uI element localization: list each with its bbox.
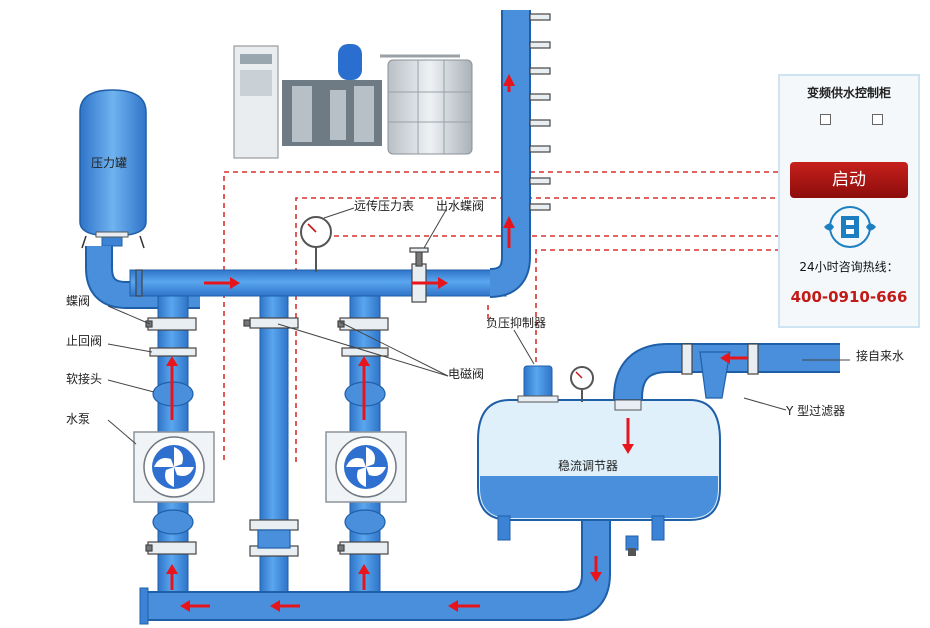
- control-cabinet-panel: 变频供水控制柜 启动 24小时咨询热线： 400-0910-666: [778, 74, 920, 328]
- tap-water-label: 接自来水: [856, 349, 905, 363]
- start-button[interactable]: 启动: [790, 162, 908, 198]
- valves: [135, 13, 759, 557]
- hotline-number: 400-0910-666: [790, 288, 908, 306]
- butterfly-valve-label: 蝶阀: [66, 294, 91, 308]
- outlet-valve-label: 出水蝶阀: [436, 199, 485, 213]
- soft-joint-label: 软接头: [66, 372, 103, 386]
- negative-pressure-label: 负压抑制器: [486, 316, 547, 330]
- indicator-right: [872, 114, 883, 125]
- pressure-tank: [79, 89, 147, 249]
- pressure-tank-label: 压力罐: [91, 156, 128, 170]
- company-logo-icon: [824, 206, 876, 248]
- y-filter-label: Y 型过滤器: [786, 404, 846, 418]
- pump-label: 水泵: [66, 412, 91, 426]
- leader-lines: [107, 207, 850, 445]
- flow-arrows: [166, 74, 748, 612]
- pump-1: [133, 431, 215, 503]
- remote-gauge-label: 远传压力表: [354, 199, 415, 213]
- panel-title: 变频供水控制柜: [806, 86, 891, 100]
- indicator-left: [820, 114, 831, 125]
- equipment-photo: [233, 44, 473, 159]
- signal-lines: [223, 171, 778, 462]
- pump-2: [325, 431, 407, 503]
- solenoid-valve-label: 电磁阀: [448, 367, 485, 381]
- stabilizer-tank: [477, 365, 721, 556]
- stabilizer-label: 稳流调节器: [558, 459, 619, 473]
- hotline-label: 24小时咨询热线：: [799, 260, 899, 274]
- check-valve-label: 止回阀: [66, 334, 103, 348]
